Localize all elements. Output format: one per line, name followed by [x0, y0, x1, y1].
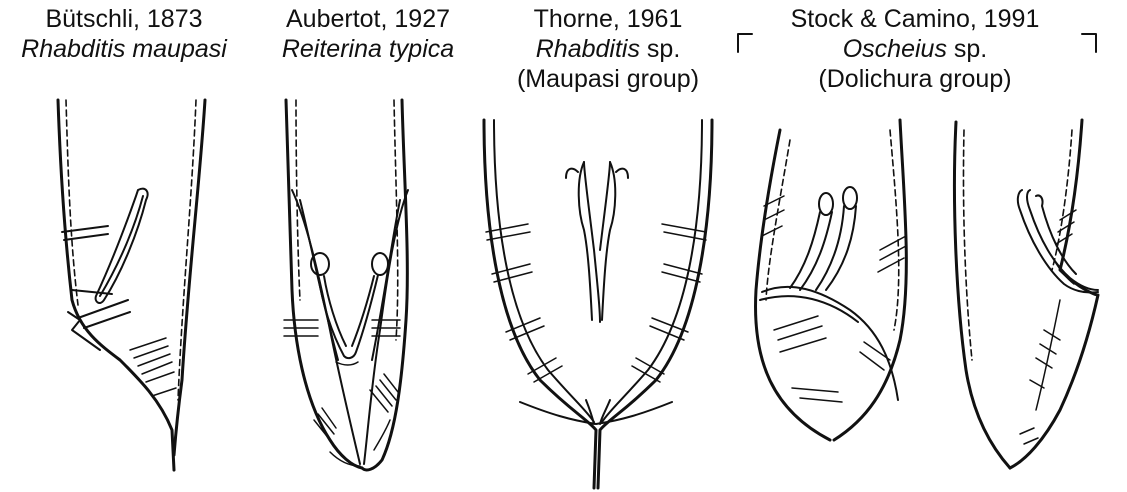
group-bracket [738, 34, 1096, 52]
tail-drawing-3 [484, 120, 712, 488]
tail-drawing-1 [58, 100, 205, 470]
tail-drawing-4b [954, 120, 1098, 468]
tail-drawing-4a [756, 120, 907, 440]
tail-drawing-2 [284, 100, 408, 470]
